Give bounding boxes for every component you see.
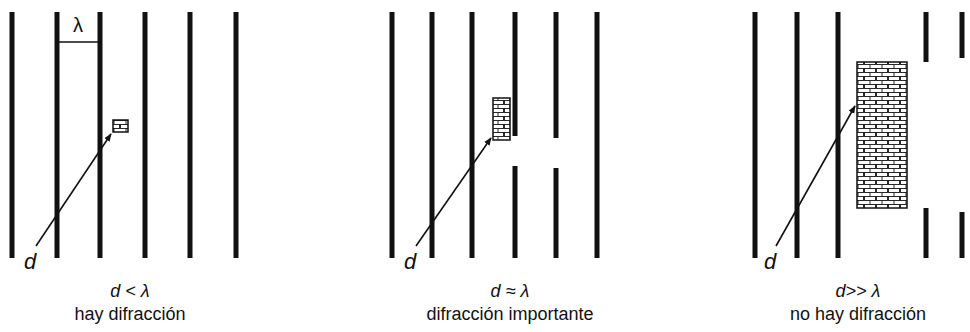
distance-label: d bbox=[24, 250, 36, 274]
medium-obstacle bbox=[493, 98, 510, 140]
caption-text: hay difracción bbox=[74, 305, 185, 325]
wavefronts bbox=[12, 12, 962, 258]
distance-label: d bbox=[764, 250, 776, 274]
distance-label: d bbox=[404, 250, 416, 274]
wavelength-bar bbox=[57, 41, 100, 43]
leader-arrows bbox=[36, 106, 855, 246]
condition-label: d ≈ λ bbox=[491, 282, 530, 302]
wavelength-label: λ bbox=[73, 14, 83, 36]
large-obstacle bbox=[857, 62, 907, 208]
caption-text: no hay difracción bbox=[790, 305, 926, 325]
condition-label: d < λ bbox=[110, 282, 149, 302]
small-obstacle bbox=[113, 120, 128, 132]
condition-label: d>> λ bbox=[836, 282, 881, 302]
caption-text: difracción importante bbox=[426, 305, 593, 325]
